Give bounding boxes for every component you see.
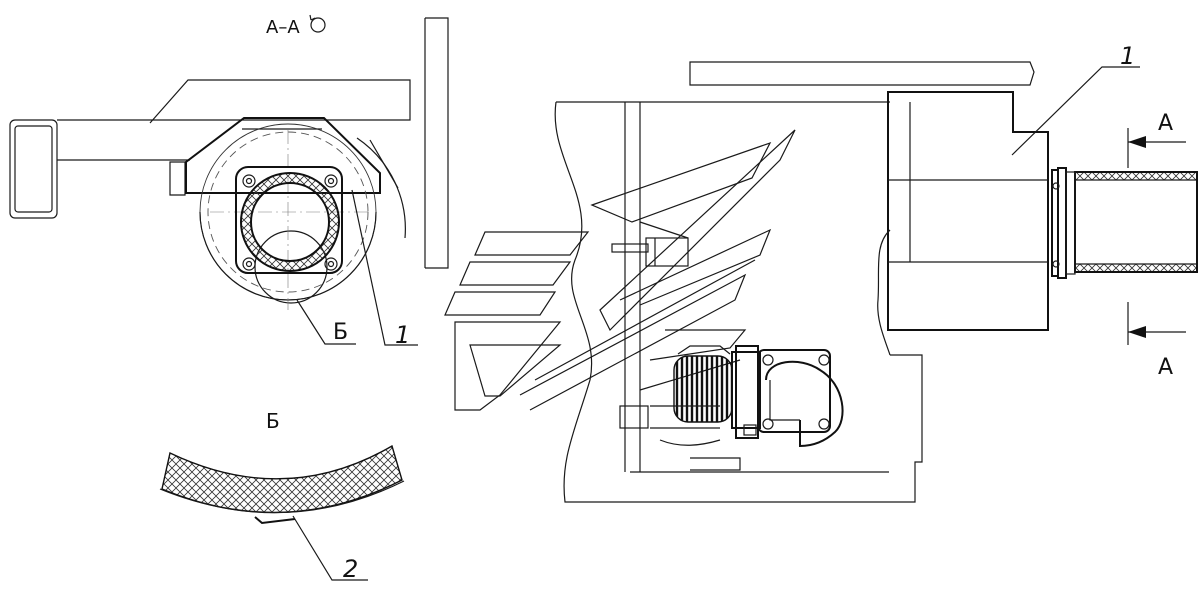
- section-mark-bottom-label: А: [1158, 355, 1173, 380]
- side-view: 1 А А: [444, 42, 1198, 503]
- frame-rail: [425, 17, 449, 269]
- section-mark-top: А: [1127, 111, 1186, 168]
- part-1-label-left: 1: [395, 321, 410, 349]
- bellows-coil: [673, 355, 733, 423]
- section-mark-bottom: А: [1127, 302, 1186, 380]
- detail-title: Б: [266, 409, 280, 433]
- section-view-a-a: А–А: [9, 14, 449, 349]
- section-title: А–А: [266, 17, 300, 38]
- chevron-stripes: [444, 129, 796, 411]
- detail-circle-b: [254, 230, 328, 304]
- flange-plate: [235, 166, 343, 274]
- flange-bolts: [242, 174, 338, 271]
- pipe-ring: [241, 173, 339, 271]
- detail-view-b: Б 2: [159, 409, 405, 583]
- detail-ref-label: Б: [333, 320, 348, 345]
- part-1-label-right: 1: [1120, 42, 1135, 70]
- part-2-label: 2: [343, 555, 358, 583]
- outlet-pipe: [1051, 167, 1198, 279]
- rotation-symbol: [309, 14, 326, 33]
- bumper-beam: [57, 79, 411, 161]
- step-box: [9, 119, 58, 219]
- mounting-bracket: [185, 117, 381, 194]
- top-rail: [689, 61, 1035, 86]
- body-outline: [554, 101, 923, 503]
- coupling-assembly: [619, 345, 844, 471]
- section-mark-top-label: А: [1158, 111, 1173, 136]
- main-block: [887, 91, 1049, 331]
